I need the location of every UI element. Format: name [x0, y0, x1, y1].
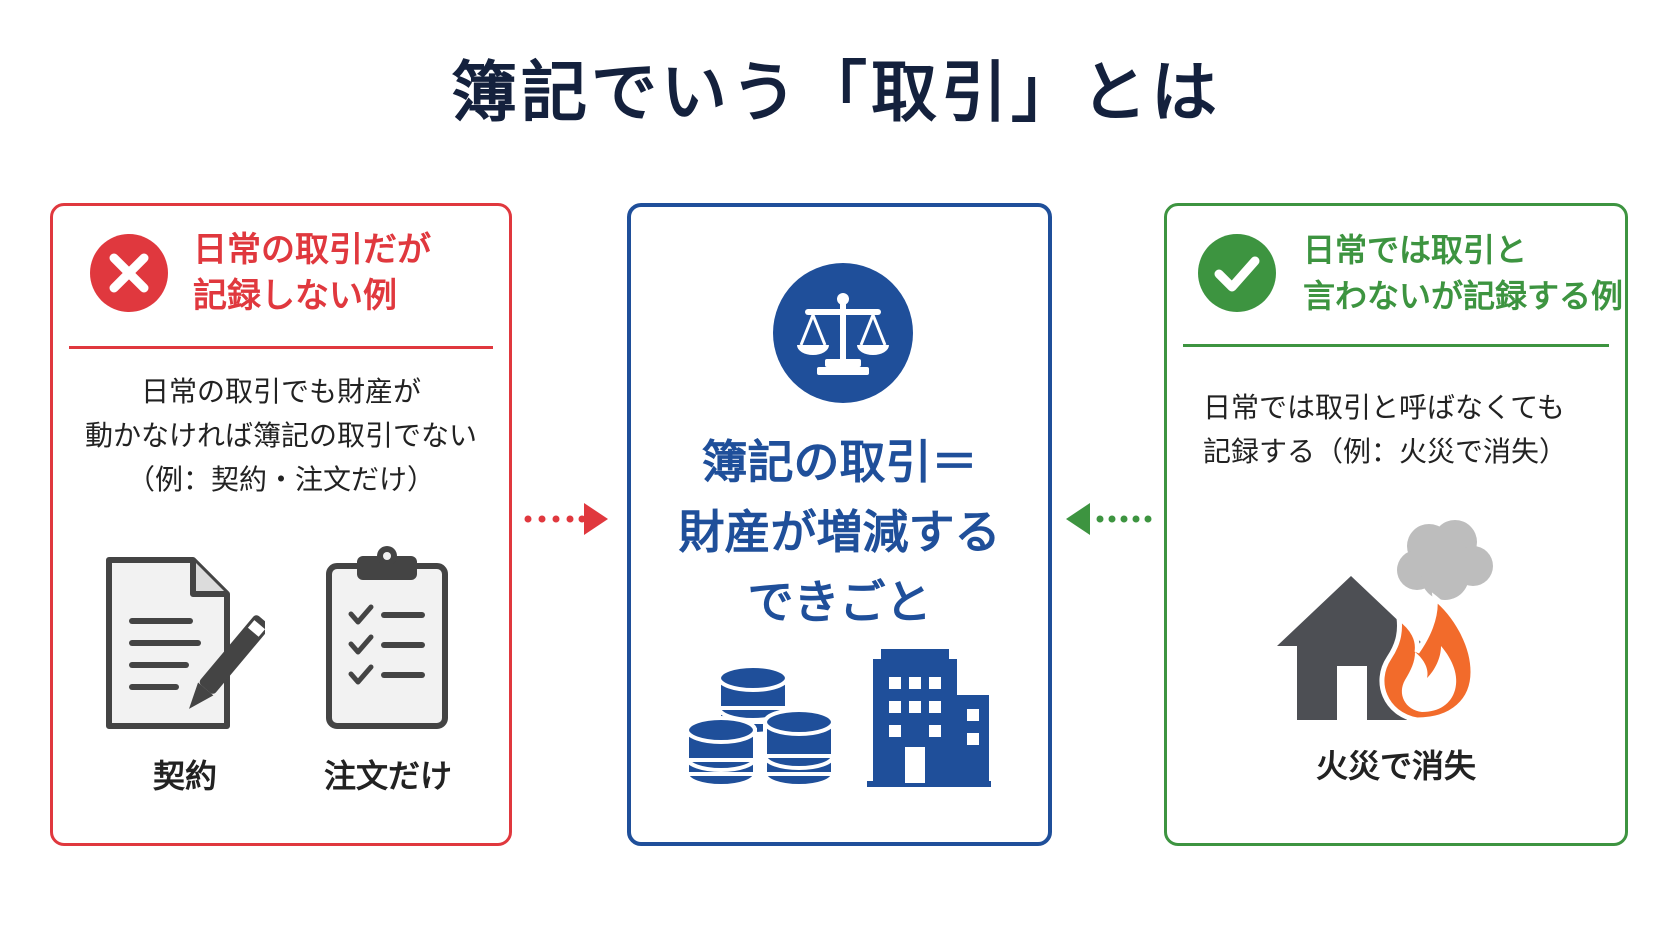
description-line: 日常の取引でも財産が — [140, 375, 421, 408]
panel-definition: 簿記の取引＝ 財産が増減する できごと — [627, 203, 1052, 846]
arrow-right-icon — [522, 499, 612, 539]
item-label: 注文だけ — [323, 757, 452, 795]
panel-description: 日常では取引と呼ばなくても 記録する（例：火災で消失） — [1203, 386, 1623, 474]
heading-line: 記録しない例 — [193, 276, 397, 316]
heading-line: 言わないが記録する例 — [1303, 277, 1624, 315]
page-title: 簿記でいう「取引」とは — [451, 54, 1221, 131]
item-label: 契約 — [152, 757, 217, 795]
divider — [69, 346, 493, 349]
document-pen-icon — [105, 556, 265, 736]
panel-not-recorded: 日常の取引だが 記録しない例 日常の取引でも財産が 動かなければ簿記の取引でない… — [50, 203, 512, 846]
definition-line: 財産が増減する — [678, 505, 1001, 559]
description-line: 日常では取引と呼ばなくても — [1203, 391, 1565, 424]
panel-description: 日常の取引でも財産が 動かなければ簿記の取引でない （例：契約・注文だけ） — [53, 370, 509, 502]
description-line: 記録する（例：火災で消失） — [1203, 435, 1568, 468]
divider — [1183, 344, 1609, 347]
building-icon — [867, 647, 997, 787]
panel-heading: 日常では取引と 言わないが記録する例 — [1303, 227, 1623, 319]
heading-line: 日常の取引だが — [193, 230, 431, 270]
x-circle-icon — [89, 233, 169, 313]
coins-icon — [683, 662, 843, 792]
definition-line: 簿記の取引＝ — [701, 435, 978, 489]
panel-heading: 日常の取引だが 記録しない例 — [193, 227, 431, 319]
description-line: （例：契約・注文だけ） — [126, 463, 435, 496]
definition-text: 簿記の取引＝ 財産が増減する できごと — [631, 427, 1048, 637]
panel-recorded: 日常では取引と 言わないが記録する例 日常では取引と呼ばなくても 記録する（例：… — [1164, 203, 1628, 846]
item-label: 火災で消失 — [1315, 747, 1476, 785]
check-circle-icon — [1197, 233, 1277, 313]
scales-icon — [773, 263, 913, 403]
heading-line: 日常では取引と — [1303, 231, 1528, 269]
burning-house-icon — [1277, 506, 1507, 726]
clipboard-checklist-icon — [323, 544, 453, 734]
description-line: 動かなければ簿記の取引でない — [84, 419, 477, 452]
arrow-left-icon — [1062, 499, 1152, 539]
definition-line: できごと — [747, 575, 932, 629]
